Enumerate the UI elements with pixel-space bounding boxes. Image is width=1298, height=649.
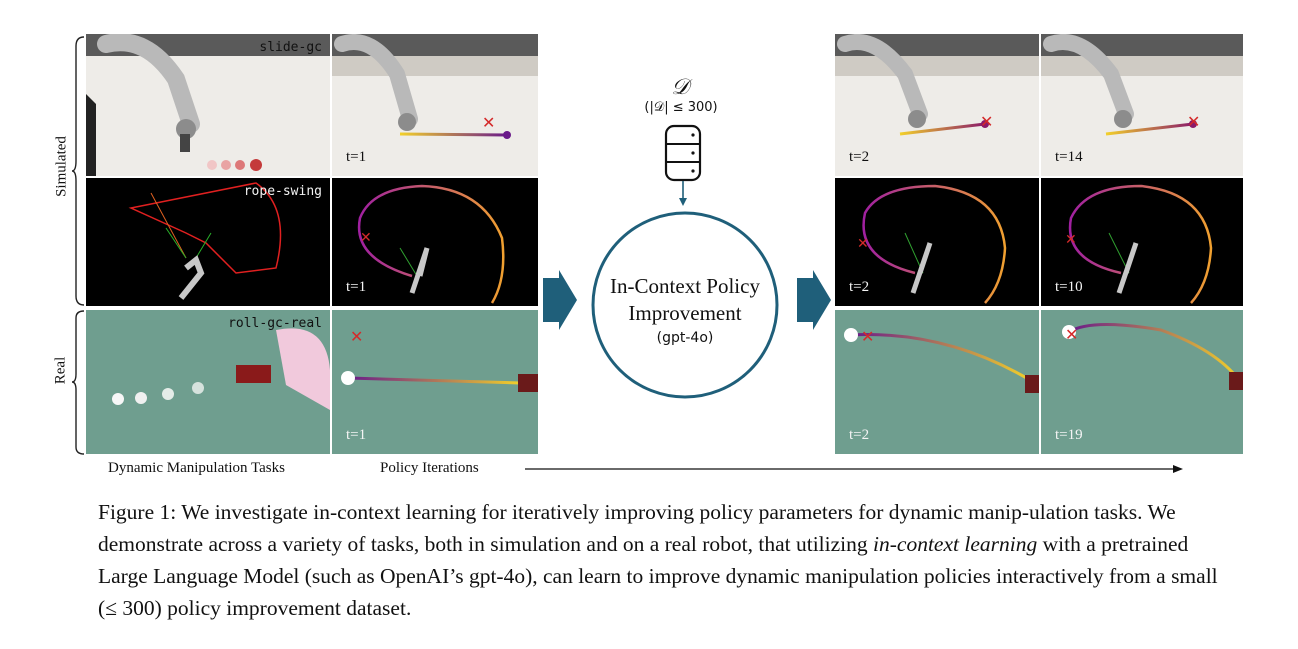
row-label-simulated: Simulated — [53, 136, 70, 197]
svg-text:✕: ✕ — [1187, 112, 1200, 131]
brace-simulated — [72, 36, 85, 306]
panel-rope-iter-1: ✕ t=1 — [332, 178, 538, 306]
panel-roll-iter-3: ✕ t=19 — [1041, 310, 1243, 454]
iteration-label: t=1 — [346, 149, 367, 165]
iteration-label: t=2 — [849, 149, 870, 165]
center-title-line2: Improvement — [628, 301, 742, 325]
svg-text:✕: ✕ — [1065, 325, 1078, 344]
panel-rope-iter-3: ✕ t=10 — [1041, 178, 1243, 306]
panel-slide-iter-1: ✕ t=1 — [332, 34, 538, 176]
iteration-label: t=19 — [1055, 427, 1083, 443]
svg-text:✕: ✕ — [861, 327, 874, 346]
panel-roll-task: roll-gc-real — [86, 310, 330, 454]
tasks-label: Dynamic Manipulation Tasks — [108, 460, 285, 476]
svg-text:✕: ✕ — [857, 236, 869, 252]
caption-part2: with a pretrained Large Language Model (… — [98, 532, 1218, 620]
caption-part1: Figure 1: We investigate in-context lear… — [98, 500, 1176, 556]
svg-text:✕: ✕ — [1065, 232, 1077, 248]
timeline-arrow-icon — [525, 465, 1183, 473]
flow-arrow-left-icon — [543, 270, 577, 330]
dataset-symbol: 𝒟 — [671, 74, 689, 99]
svg-text:✕: ✕ — [350, 327, 363, 346]
iteration-label: t=1 — [346, 279, 367, 295]
policy-improvement-circle — [591, 211, 779, 399]
task-label-rope: rope-swing — [243, 184, 322, 199]
iteration-label: t=14 — [1055, 149, 1083, 165]
panel-slide-task: slide-gc — [86, 34, 330, 176]
brace-real — [72, 310, 85, 455]
iteration-label: t=2 — [849, 427, 870, 443]
panel-slide-iter-2: ✕ t=2 — [835, 34, 1039, 176]
flow-arrow-right-icon — [797, 270, 831, 330]
svg-text:✕: ✕ — [482, 113, 495, 132]
svg-text:✕: ✕ — [360, 230, 372, 246]
panel-slide-iter-3: ✕ t=14 — [1041, 34, 1243, 176]
task-label-roll: roll-gc-real — [228, 316, 322, 331]
figure-caption: Figure 1: We investigate in-context lear… — [98, 496, 1218, 624]
iteration-label: t=1 — [346, 427, 367, 443]
center-title-line1: In-Context Policy — [610, 274, 760, 298]
panel-rope-task: rope-swing — [86, 178, 330, 306]
task-label-slide: slide-gc — [259, 40, 322, 55]
iterations-label: Policy Iterations — [380, 460, 479, 476]
panel-rope-iter-2: ✕ t=2 — [835, 178, 1039, 306]
robot-arm-image — [86, 34, 330, 176]
row-label-real: Real — [52, 356, 69, 385]
dataset-constraint: (|𝒟| ≤ 300) — [644, 100, 718, 115]
center-model: (gpt-4o) — [656, 330, 714, 346]
iteration-label: t=10 — [1055, 279, 1083, 295]
caption-emphasis: in-context learning — [873, 532, 1038, 556]
panel-roll-iter-1: ✕ t=1 — [332, 310, 538, 454]
panel-roll-iter-2: ✕ t=2 — [835, 310, 1039, 454]
iteration-label: t=2 — [849, 279, 870, 295]
svg-text:✕: ✕ — [980, 112, 993, 131]
database-icon — [664, 124, 702, 206]
